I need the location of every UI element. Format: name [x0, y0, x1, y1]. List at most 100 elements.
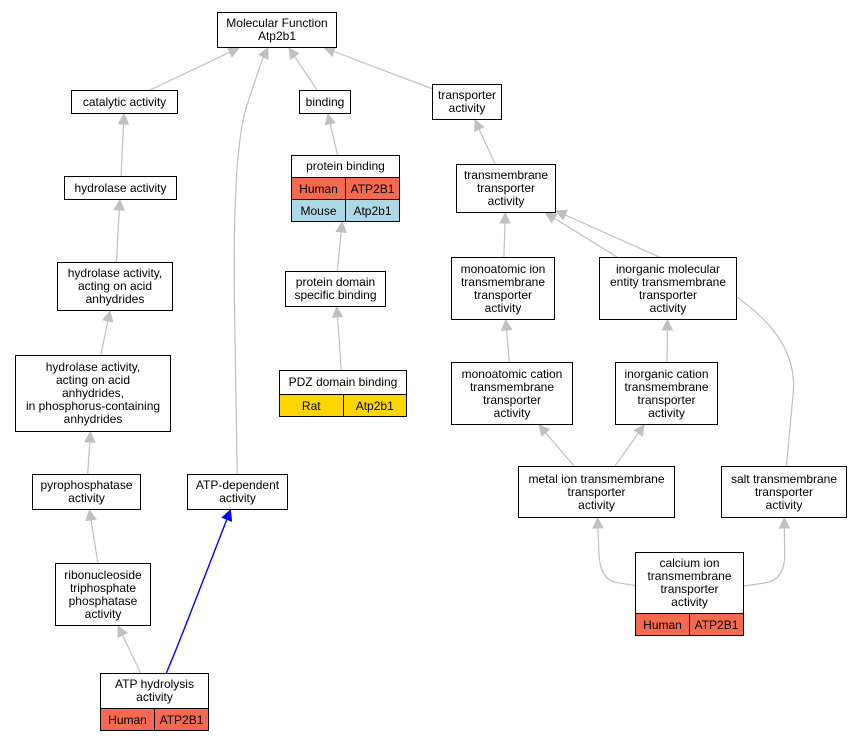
edge-atp-dependent-to-mf: [233, 56, 265, 475]
arrowhead-icon: [323, 46, 337, 58]
arrowhead-icon: [778, 516, 791, 529]
arrowhead-icon: [117, 624, 128, 638]
edge-atp-hydrolysis-to-ribonucleoside: [121, 634, 142, 674]
node-label: ATP hydrolysis activity: [115, 677, 194, 704]
node-label: catalytic activity: [82, 94, 167, 109]
node-transporter[interactable]: transporter activity: [432, 84, 502, 120]
edge-monoatomic-ion-to-tm-transporter: [503, 222, 506, 258]
edge-hydrolase-anhydrides-to-hydrolase: [115, 209, 120, 263]
node-label: transmembrane transporter activity: [463, 168, 549, 208]
edge-domain-binding-to-protein-binding: [336, 231, 342, 272]
node-label: transporter activity: [437, 88, 497, 115]
arrowhead-icon: [335, 220, 347, 234]
arrowhead-icon: [633, 424, 645, 437]
arrowhead-icon: [499, 211, 511, 224]
edge-calcium-to-salt: [743, 527, 786, 587]
node-hydrolase-phosphorus[interactable]: hydrolase activity, acting on acid anhyd…: [15, 355, 171, 432]
node-label: binding: [305, 94, 345, 109]
edge-metal-ion-to-monoatomic-cation: [545, 432, 575, 467]
edge-pdz-to-domain-binding: [336, 316, 342, 371]
arrowhead-icon: [500, 318, 513, 331]
node-calcium[interactable]: calcium ion transmembrane transporter ac…: [635, 552, 744, 636]
node-mf[interactable]: Molecular Function Atp2b1: [217, 12, 337, 48]
node-label: hydrolase activity, acting on acid anhyd…: [67, 266, 163, 306]
node-label: monoatomic ion transmembrane transporter…: [460, 261, 546, 315]
edge-protein-binding-to-binding: [329, 123, 339, 156]
node-hydrolase[interactable]: hydrolase activity: [64, 176, 177, 200]
arrowhead-icon: [661, 318, 674, 331]
species-cell: Human: [101, 709, 154, 730]
gene-cell: Atp2b1: [345, 200, 399, 221]
arrowhead-icon: [544, 212, 558, 224]
node-inorganic-molecular[interactable]: inorganic molecular entity transmembrane…: [599, 257, 737, 320]
arrowhead-icon: [324, 112, 336, 126]
node-hydrolase-anhydrides[interactable]: hydrolase activity, acting on acid anhyd…: [57, 262, 173, 311]
gene-cell: ATP2B1: [154, 709, 208, 730]
node-label: ATP-dependent activity: [195, 478, 280, 505]
node-label: metal ion transmembrane transporter acti…: [528, 471, 665, 512]
node-label: pyrophosphatase activity: [40, 478, 133, 505]
node-label: protein domain specific binding: [294, 275, 377, 302]
node-binding[interactable]: binding: [299, 90, 351, 114]
node-inorganic-cation[interactable]: inorganic cation transmembrane transport…: [615, 362, 718, 425]
edge-salt-to-tm-transporter: [564, 214, 795, 467]
arrowhead-icon: [221, 508, 233, 522]
node-label: inorganic molecular entity transmembrane…: [609, 261, 727, 315]
edge-atp-hydrolysis-to-atp-dependent: [165, 519, 228, 674]
node-label: monoatomic cation transmembrane transpor…: [461, 366, 563, 420]
edge-catalytic-to-mf: [149, 51, 231, 91]
node-label: Molecular Function Atp2b1: [226, 16, 328, 43]
species-cell: Human: [292, 178, 345, 199]
node-label: protein binding: [306, 159, 385, 173]
node-pyrophosphatase[interactable]: pyrophosphatase activity: [32, 474, 141, 510]
node-label: hydrolase activity, acting on acid anhyd…: [25, 360, 161, 426]
edge-hydrolase-to-catalytic: [120, 123, 125, 177]
species-cell: Mouse: [292, 200, 345, 221]
node-monoatomic-cation[interactable]: monoatomic cation transmembrane transpor…: [451, 362, 573, 425]
node-label: PDZ domain binding: [288, 375, 398, 389]
edge-hydrolase-phosphorus-to-hydrolase-anhydrides: [100, 320, 109, 356]
node-label: hydrolase activity: [74, 180, 167, 195]
edge-inorganic-molecular-to-tm-transporter: [553, 217, 618, 258]
node-tm-transporter[interactable]: transmembrane transporter activity: [456, 164, 556, 213]
edge-ribonucleoside-to-pyrophosphatase: [90, 519, 99, 564]
node-catalytic[interactable]: catalytic activity: [71, 90, 178, 114]
species-cell: Rat: [280, 395, 343, 416]
arrowhead-icon: [117, 112, 130, 125]
edge-monoatomic-cation-to-monoatomic-ion: [506, 329, 510, 363]
edge-pyrophosphatase-to-hydrolase-phosphorus: [87, 441, 91, 475]
arrowhead-icon: [331, 305, 344, 318]
gene-cell: ATP2B1: [345, 178, 399, 199]
node-label: inorganic cation transmembrane transport…: [624, 366, 709, 420]
node-atp-dependent[interactable]: ATP-dependent activity: [187, 474, 288, 510]
node-label: ribonucleoside triphosphate phosphatase …: [64, 567, 142, 621]
node-monoatomic-ion[interactable]: monoatomic ion transmembrane transporter…: [451, 257, 555, 320]
edge-calcium-to-metal-ion: [597, 527, 636, 587]
edge-binding-to-mf: [294, 55, 318, 91]
node-domain-binding[interactable]: protein domain specific binding: [285, 271, 386, 307]
gene-cell: ATP2B1: [689, 614, 743, 635]
arrowhead-icon: [85, 508, 97, 522]
node-salt[interactable]: salt transmembrane transporter activity: [721, 466, 847, 518]
node-metal-ion[interactable]: metal ion transmembrane transporter acti…: [518, 466, 675, 518]
arrowhead-icon: [592, 516, 604, 529]
arrowhead-icon: [83, 430, 96, 443]
arrowhead-icon: [258, 47, 269, 60]
arrowhead-icon: [474, 118, 485, 132]
arrowhead-icon: [538, 424, 551, 437]
node-ribonucleoside[interactable]: ribonucleoside triphosphate phosphatase …: [55, 563, 151, 626]
arrowhead-icon: [102, 309, 114, 323]
node-label: calcium ion transmembrane transporter ac…: [647, 556, 732, 609]
arrowhead-icon: [226, 47, 240, 58]
arrowhead-icon: [288, 47, 300, 60]
